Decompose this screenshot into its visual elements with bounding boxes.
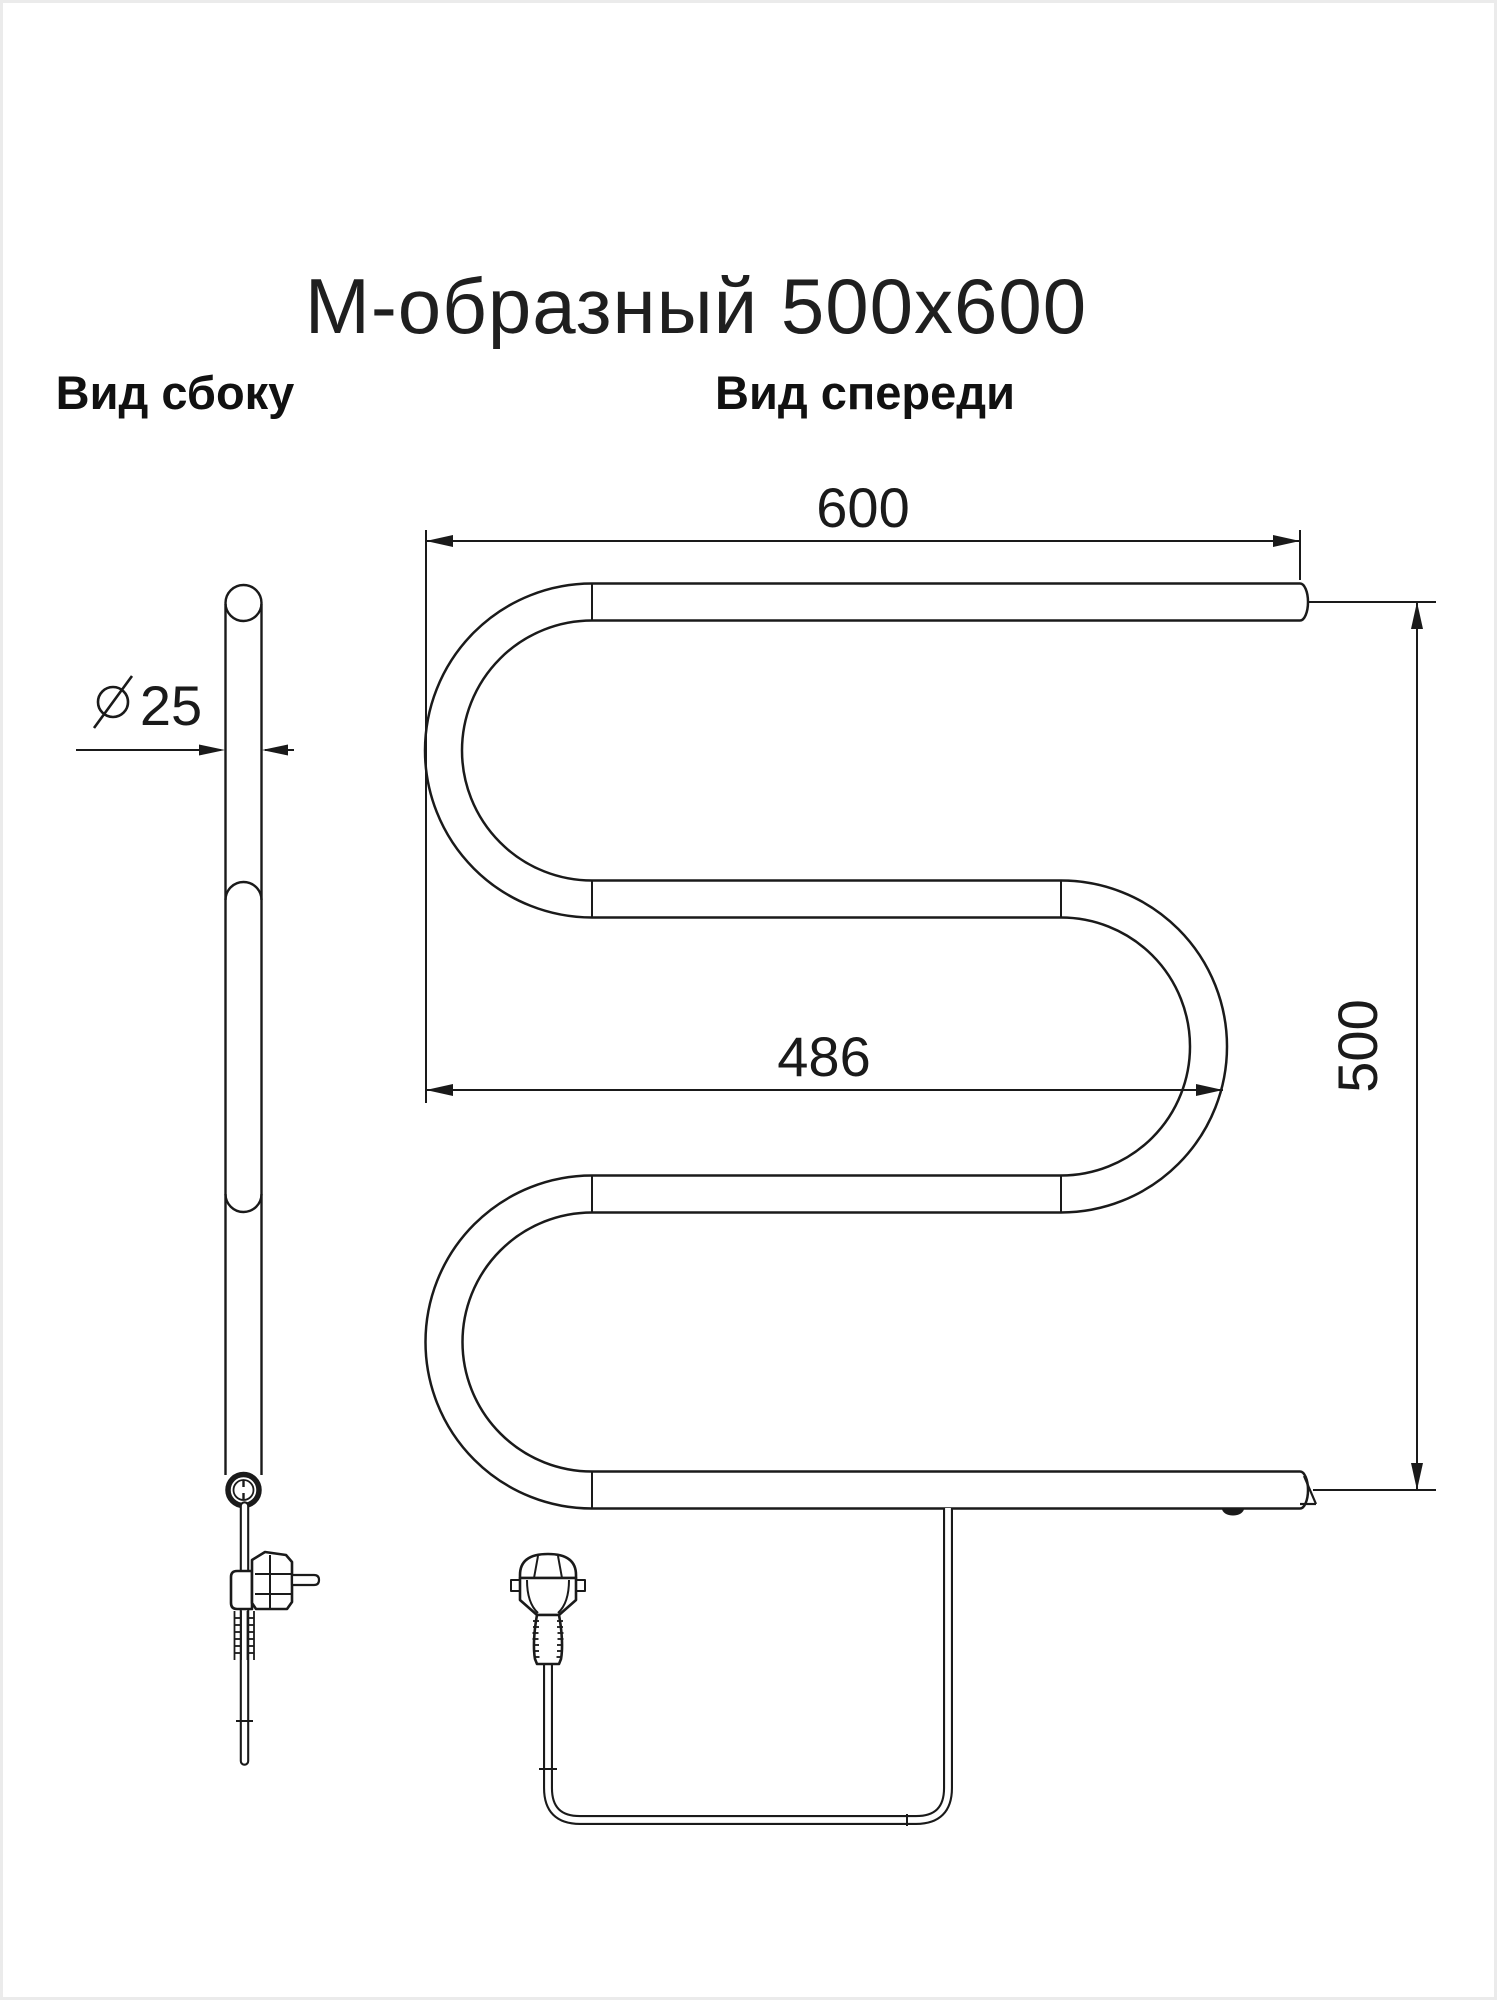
- side-plug-strain-relief: [233, 1611, 255, 1660]
- dimension-500-value: 500: [1326, 999, 1389, 1092]
- side-tube-top-cap: [224, 583, 263, 623]
- lower-left-bend-inner: [461, 1211, 593, 1473]
- front-plug-dome: [518, 1552, 578, 1580]
- page-title: М-образный 500x600: [304, 262, 1088, 350]
- right-bend-outer: [1060, 879, 1229, 1214]
- technical-drawing-canvas: 25: [76, 476, 1436, 1826]
- dimension-500: 500: [1308, 601, 1436, 1491]
- diameter-symbol: [92, 675, 134, 729]
- top-tube-end-cap: [1299, 582, 1310, 622]
- front-plug-strain-relief: [532, 1620, 564, 1658]
- side-tube-upper-bend-arc: [224, 880, 263, 901]
- tangent-joint-lines: [591, 583, 1062, 1509]
- dimension-486-value: 486: [777, 1025, 870, 1088]
- dimension-486: 486: [426, 1025, 1223, 1096]
- front-view-label: Вид спереди: [715, 366, 1015, 419]
- dimension-600-value: 600: [816, 476, 909, 539]
- upper-left-bend-outer: [423, 582, 593, 919]
- right-bend-inner: [1060, 916, 1192, 1177]
- power-plug-front-icon: [510, 1552, 586, 1666]
- side-view-label: Вид сбоку: [55, 366, 295, 419]
- side-tube-lower-bend-arc: [224, 1193, 263, 1214]
- dimension-600: 600: [425, 476, 1301, 1103]
- dimension-diameter-value: 25: [140, 674, 202, 737]
- side-power-cord: [236, 1501, 253, 1766]
- dimension-diameter-25: 25: [76, 674, 294, 756]
- front-power-cord: [539, 1508, 953, 1826]
- upper-left-bend-inner: [460, 619, 593, 882]
- bottom-tube-end-cap: [1299, 1470, 1310, 1510]
- side-plug-body: [250, 1550, 294, 1611]
- side-plug-pin: [290, 1573, 321, 1587]
- bottom-tube-fitting: [1222, 1508, 1244, 1516]
- side-view-drawing: [224, 583, 263, 1509]
- front-view-drawing: [423, 582, 1318, 1516]
- side-plug-cable-clamp: [229, 1569, 254, 1611]
- bottom-cap-hook: [1302, 1475, 1318, 1505]
- lower-left-bend-outer: [424, 1174, 593, 1510]
- power-plug-side-icon: [229, 1550, 321, 1660]
